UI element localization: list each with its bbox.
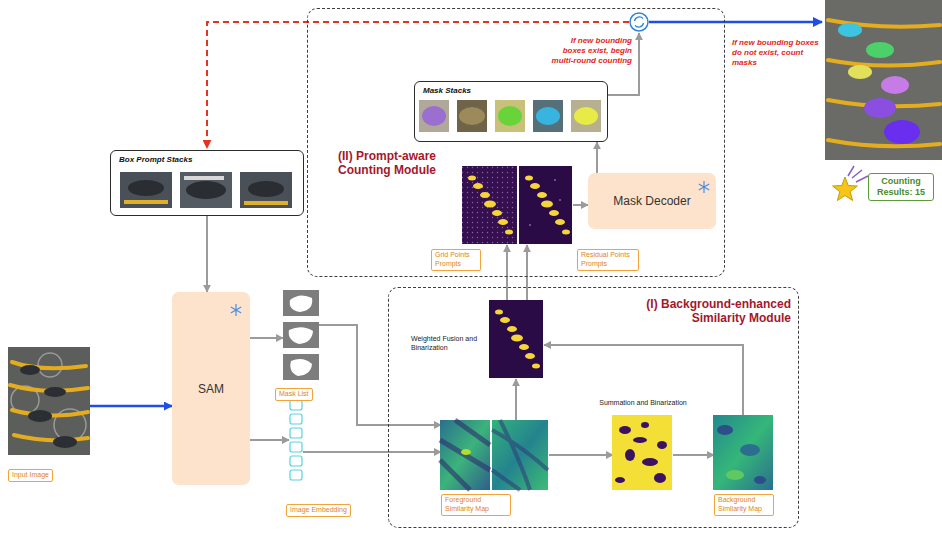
label-holder: Image Embedding [286, 498, 366, 517]
mask-stack-panel: Mask Stacks [414, 81, 608, 142]
binary-map: Summation and Binarization [613, 416, 673, 491]
foreground-maps [440, 420, 548, 490]
embedding-column: Image Embedding [289, 398, 303, 482]
node-text: Mask Stacks [415, 82, 607, 96]
embedding-icon [290, 400, 302, 480]
flow-arrow [250, 337, 283, 339]
label-holder: (II) Prompt-aware Counting Module [338, 149, 462, 178]
node-text: Mask List [275, 388, 313, 401]
flow-arrow [549, 454, 613, 456]
fusion-map: Weighted Fusion and Binarization [490, 301, 544, 379]
annotation-text: If new bounding boxes do not exist, coun… [732, 38, 820, 68]
label-holder: Weighted Fusion and Binarization [411, 335, 485, 353]
background-map [713, 415, 773, 490]
input-photo [8, 347, 90, 455]
frozen-icon [698, 181, 710, 193]
frozen-icon [230, 304, 242, 316]
flow-arrow [526, 245, 528, 301]
flow-arrow [544, 345, 743, 416]
label-holder: (I) Background-enhanced Similarity Modul… [641, 297, 791, 326]
label-holder: Grid Points Prompts [431, 249, 481, 271]
fusion-map [489, 300, 543, 378]
mask-list: Mask List [283, 289, 319, 380]
label-holder: Mask List [275, 382, 335, 401]
prompt-stack-panel: Box Prompt Stacks [110, 150, 304, 216]
flow-arrow [515, 379, 517, 421]
node-text: Grid Points Prompts [431, 249, 481, 271]
similarity-map: Foreground Similarity Map [441, 421, 549, 491]
annotation-text: If new bounding boxes exist, begin multi… [548, 36, 632, 66]
node-text: Mask Decoder [613, 194, 690, 208]
flow-arrow [506, 245, 508, 301]
node-text: Background Similarity Map [714, 494, 774, 516]
result-box: Counting Results: 15 [868, 173, 934, 201]
label-holder: If new bounding boxes exist, begin multi… [548, 36, 632, 66]
node-text: Image Embedding [286, 504, 351, 517]
flow-arrow [596, 142, 598, 173]
label-holder: Residual Points Prompts [577, 249, 639, 271]
node-text: SAM [198, 382, 224, 396]
label-holder: Background Similarity Map [714, 494, 774, 516]
flow-arrow [206, 216, 208, 292]
module-region: (II) Prompt-aware Counting Module Mask St… [307, 8, 725, 277]
mask-thumbnails [419, 100, 601, 132]
label-holder: Input Image [8, 463, 78, 482]
loop-back-line [207, 22, 629, 148]
node-text: Counting Results: 15 [872, 176, 930, 198]
prompt-map: Grid Points Prompts [463, 167, 518, 245]
flow-arrow [303, 451, 441, 453]
flow-arrow [250, 439, 289, 441]
output-line [649, 21, 822, 24]
flow-arrow [573, 204, 588, 206]
node-text: Input Image [8, 469, 53, 482]
node-text: Residual Points Prompts [577, 249, 639, 271]
label-holder: Summation and Binarization [581, 399, 705, 408]
label-holder: If new bounding boxes do not exist, coun… [732, 38, 820, 68]
output-photo [825, 0, 942, 160]
node-text: Weighted Fusion and Binarization [411, 335, 485, 353]
loop-icon [630, 13, 648, 31]
sam-box: SAM [172, 292, 250, 485]
prompt-maps [462, 166, 572, 244]
node-text: (II) Prompt-aware Counting Module [338, 149, 462, 178]
decoder-box: Mask Decoder [588, 173, 716, 229]
node-text: (I) Background-enhanced Similarity Modul… [641, 297, 791, 326]
box-prompt-thumbnails [120, 172, 292, 208]
prompt-map: Residual Points Prompts [520, 167, 573, 245]
node-text: Summation and Binarization [581, 399, 705, 408]
module-region: (I) Background-enhanced Similarity Modul… [388, 287, 799, 528]
similarity-map: Background Similarity Map [714, 416, 774, 491]
label-holder: Foreground Similarity Map [441, 494, 511, 516]
star-icon [833, 166, 868, 201]
node-text: Box Prompt Stacks [111, 151, 303, 165]
input-photo: Input Image [8, 347, 90, 455]
flow-arrow [90, 405, 172, 408]
flow-arrow [673, 454, 714, 456]
node-text: Foreground Similarity Map [441, 494, 511, 516]
mask-list-thumbnails [283, 290, 319, 380]
summation-map [612, 415, 672, 490]
